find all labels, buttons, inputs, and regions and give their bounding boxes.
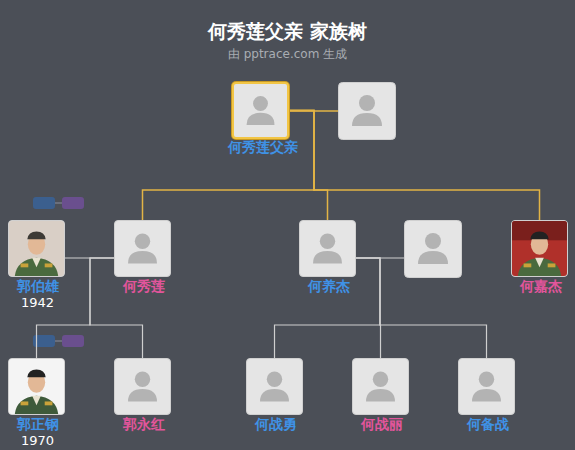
person-box: 何战丽 [352, 358, 409, 415]
spouse-box [405, 221, 462, 278]
person-box: 郭伯雄1942 [8, 220, 65, 277]
person-box: 郭永红 [114, 358, 171, 415]
person-box: 何秀莲父亲 [232, 82, 289, 139]
person-texts: 何养杰 [260, 278, 397, 295]
family-line [356, 258, 381, 358]
avatar-placeholder [300, 221, 355, 276]
person-texts: 何秀莲 [75, 278, 212, 295]
person-name: 郭伯雄 [0, 278, 106, 295]
person-texts: 郭正钢1970 [0, 416, 106, 449]
person-name: 何养杰 [260, 278, 397, 295]
family-line [356, 258, 487, 358]
avatar-placeholder [115, 221, 170, 276]
person-name: 何战勇 [207, 416, 344, 433]
spouse-box [339, 83, 396, 140]
person-box: 郭正钢1970 [8, 358, 65, 415]
avatar-placeholder [115, 359, 170, 414]
person-texts: 何秀莲父亲 [194, 139, 331, 156]
person-box: 何秀莲 [114, 220, 171, 277]
person-box: 何养杰 [299, 220, 356, 277]
birth-year: 1942 [0, 295, 106, 311]
diagram-caption: 由 pptrace.com 生成 [0, 46, 575, 63]
person-name: 郭正钢 [0, 416, 106, 433]
person-texts: 何战丽 [313, 416, 450, 433]
person-texts: 何嘉杰 [472, 278, 575, 295]
avatar-placeholder [234, 84, 287, 137]
person-texts: 郭伯雄1942 [0, 278, 106, 311]
avatar-placeholder [353, 359, 408, 414]
avatar-placeholder [247, 359, 302, 414]
person-name: 何嘉杰 [472, 278, 575, 295]
person-box: 何战勇 [246, 358, 303, 415]
person-texts: 何战勇 [207, 416, 344, 433]
family-line [289, 111, 540, 221]
person-name: 何战丽 [313, 416, 450, 433]
avatar-placeholder [459, 359, 514, 414]
birth-year: 1970 [0, 433, 106, 449]
person-box: 何备战 [458, 358, 515, 415]
portrait-photo [512, 221, 567, 276]
family-line [289, 111, 328, 221]
person-texts: 何备战 [419, 416, 556, 433]
person-name: 何备战 [419, 416, 556, 433]
person-texts: 郭永红 [75, 416, 212, 433]
portrait-photo [9, 221, 64, 276]
portrait-photo [9, 359, 64, 414]
person-name: 何秀莲 [75, 278, 212, 295]
person-box: 何嘉杰 [511, 220, 568, 277]
diagram-title: 何秀莲父亲 家族树 [0, 19, 575, 45]
person-name: 何秀莲父亲 [194, 139, 331, 156]
person-name: 郭永红 [75, 416, 212, 433]
